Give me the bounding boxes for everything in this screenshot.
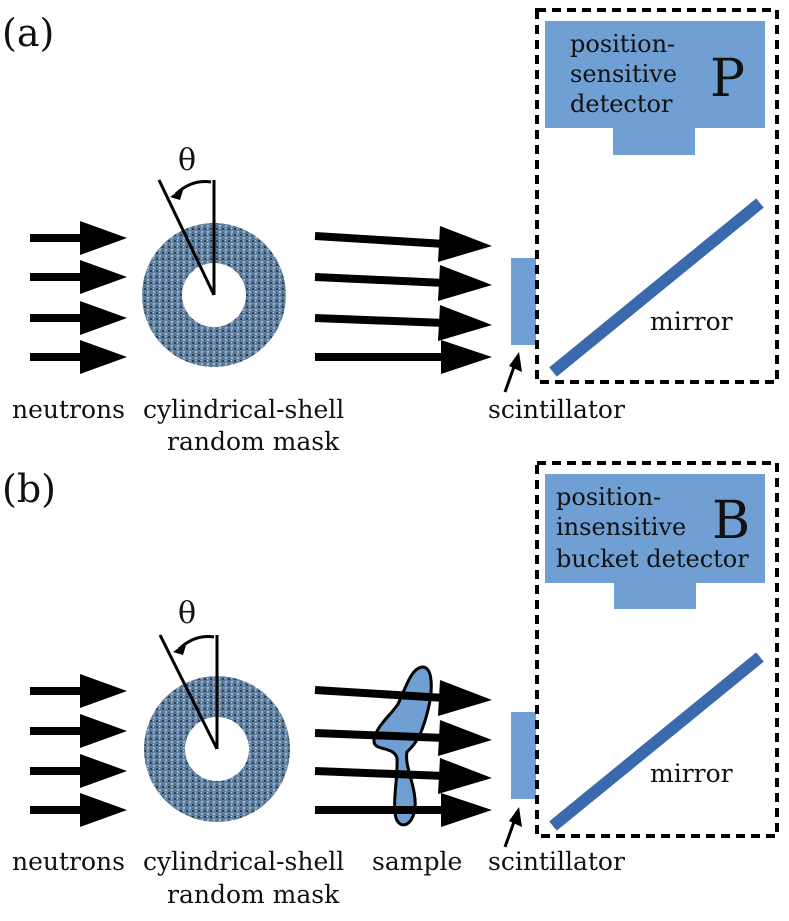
detector-label-line2: sensitive (570, 60, 677, 88)
position-sensitive-detector: position- sensitive detector P (545, 21, 765, 155)
theta-label: θ (178, 143, 196, 178)
scintillator-label: scintillator (488, 395, 625, 424)
mirror (549, 652, 764, 831)
theta-indicator: θ (157, 143, 216, 296)
detector-label-line1: position- (570, 30, 675, 58)
detector-label-line3: detector (570, 90, 673, 118)
bucket-detector: position- insensitive bucket detector B (545, 474, 765, 609)
neutron-arrow (30, 340, 127, 374)
panel-a-label: (a) (2, 11, 54, 55)
mirror-label: mirror (650, 759, 733, 788)
neutron-arrow (30, 301, 127, 335)
detector-label-line2: insensitive (556, 513, 686, 541)
theta-label: θ (178, 596, 196, 631)
neutron-arrow (30, 754, 127, 788)
mirror-label: mirror (650, 307, 733, 336)
sample (372, 665, 433, 827)
neutron-arrow (315, 340, 492, 374)
sample-label: sample (372, 847, 462, 876)
detector-enclosure (535, 8, 779, 384)
neutron-arrow (314, 758, 492, 794)
neutrons-label: neutrons (12, 847, 125, 876)
detector-enclosure (535, 461, 779, 838)
detector-letter: B (712, 491, 750, 551)
panel-b-label: (b) (2, 467, 56, 511)
panel-a: (a) (2, 8, 779, 456)
outgoing-neutron-arrows (314, 226, 492, 374)
outgoing-neutron-arrows (314, 680, 492, 827)
neutron-arrow (315, 793, 492, 827)
detector-label-line3: bucket detector (556, 545, 749, 573)
neutron-arrow (30, 674, 127, 708)
neutron-arrow (314, 305, 492, 341)
mask-label-line1: cylindrical-shell (143, 395, 344, 424)
mask-label-line2: random mask (167, 880, 340, 909)
incoming-neutron-arrows (30, 221, 127, 374)
detector-label-line1: position- (556, 483, 661, 511)
mask-label-line2: random mask (167, 427, 340, 456)
incoming-neutron-arrows (30, 674, 127, 827)
neutron-arrow (30, 714, 127, 748)
neutron-arrow (30, 793, 127, 827)
neutron-arrow (314, 226, 492, 262)
neutron-arrow (314, 265, 492, 301)
mask-label-line1: cylindrical-shell (143, 847, 344, 876)
theta-indicator: θ (158, 596, 219, 750)
scintillator (511, 712, 536, 799)
mirror (549, 198, 764, 377)
neutron-arrow (314, 720, 492, 756)
detector-letter: P (710, 49, 745, 109)
neutron-arrow (314, 680, 492, 716)
scintillator-pointer-arrow (503, 352, 522, 393)
panel-b: (b) (2, 461, 779, 909)
neutron-arrow (30, 221, 127, 255)
neutron-arrow (30, 260, 127, 294)
scintillator (511, 258, 536, 345)
neutrons-label: neutrons (12, 395, 125, 424)
scintillator-pointer-arrow (503, 807, 522, 848)
scintillator-label: scintillator (488, 847, 625, 876)
